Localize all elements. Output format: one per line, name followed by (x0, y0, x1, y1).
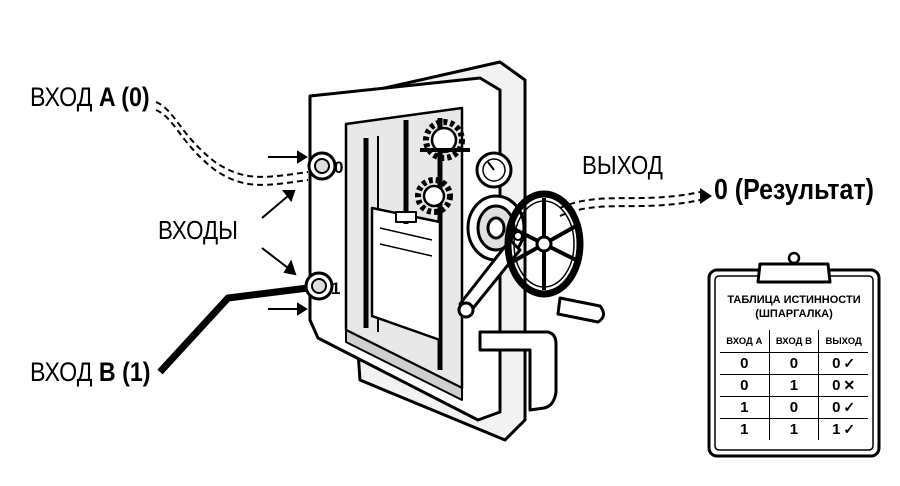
cell-output: 0✕ (818, 374, 868, 397)
cell-output-value: 0 (832, 399, 841, 416)
truth-table-row: 0 1 0✕ (720, 374, 868, 397)
check-icon: ✓ (843, 421, 856, 437)
wire-input-a (155, 101, 309, 186)
cell-output-value: 0 (832, 355, 841, 372)
cell-output-value: 1 (832, 421, 841, 438)
cell-output-value: 0 (832, 377, 841, 394)
input-arrows (261, 150, 308, 316)
check-icon: ✓ (843, 399, 856, 415)
truth-table-row: 0 0 0✓ (720, 352, 868, 375)
label-input-a: ВХОД A (0) (30, 82, 169, 113)
truth-table-row: 1 1 1✓ (720, 418, 868, 440)
cell-output: 1✓ (818, 418, 868, 440)
cell-b: 0 (768, 352, 820, 375)
truth-table-title-line1: ТАБЛИЦА ИСТИННОСТИ (727, 294, 861, 306)
truth-table-title: ТАБЛИЦА ИСТИННОСТИ (ШПАРГАЛКА) (706, 293, 882, 321)
check-icon: ✓ (843, 355, 856, 371)
label-input-b-name: B (1) (98, 357, 151, 387)
wire-input-b (157, 284, 309, 375)
output-bracket (478, 330, 558, 412)
label-inputs: ВХОДЫ (158, 215, 251, 246)
cell-output: 0✓ (818, 352, 868, 375)
label-input-a-prefix: ВХОД (30, 82, 99, 112)
cell-b: 1 (768, 374, 820, 397)
header-input-b: ВХОД В (768, 330, 820, 353)
cell-output: 0✓ (818, 396, 868, 419)
label-inputs-text: ВХОДЫ (158, 215, 238, 245)
label-result: 0 (Результат) (714, 174, 900, 207)
cell-a: 0 (720, 374, 770, 397)
hand-wheel (504, 190, 584, 298)
port-label-top: 0 (334, 158, 343, 177)
header-input-a: ВХОД А (720, 330, 770, 353)
truth-table-header-row: ВХОД А ВХОД В ВЫХОД (720, 330, 868, 353)
label-output: ВЫХОД (582, 150, 676, 181)
input-port-bottom (304, 271, 334, 301)
gauge-icon (475, 151, 513, 189)
cell-a: 0 (720, 352, 770, 375)
cell-b: 0 (768, 396, 820, 419)
label-result-text: 0 (Результат) (714, 174, 874, 206)
truth-table-row: 1 0 0✓ (720, 396, 868, 419)
truth-table-clipboard: ТАБЛИЦА ИСТИННОСТИ (ШПАРГАЛКА) ВХОД А ВХО… (706, 250, 882, 460)
crank-handle (457, 238, 605, 324)
cell-b: 1 (768, 418, 820, 440)
input-port-top (307, 151, 337, 181)
cell-a: 1 (720, 418, 770, 440)
label-input-b-prefix: ВХОД (30, 357, 99, 387)
output-arrowhead (700, 188, 712, 204)
wire-output (559, 191, 701, 217)
truth-table: ВХОД А ВХОД В ВЫХОД 0 0 0✓ 0 1 0✕ 1 0 0✓… (720, 330, 868, 440)
label-input-a-name: A (0) (98, 82, 150, 112)
cross-icon: ✕ (843, 377, 856, 393)
gear-mechanism (415, 119, 470, 215)
port-label-bottom: 1 (331, 279, 340, 298)
label-output-text: ВЫХОД (582, 150, 663, 180)
truth-table-title-line2: (ШПАРГАЛКА) (755, 308, 833, 320)
header-output: ВЫХОД (818, 330, 868, 353)
label-input-b: ВХОД B (1) (30, 357, 170, 388)
cell-a: 1 (720, 396, 770, 419)
